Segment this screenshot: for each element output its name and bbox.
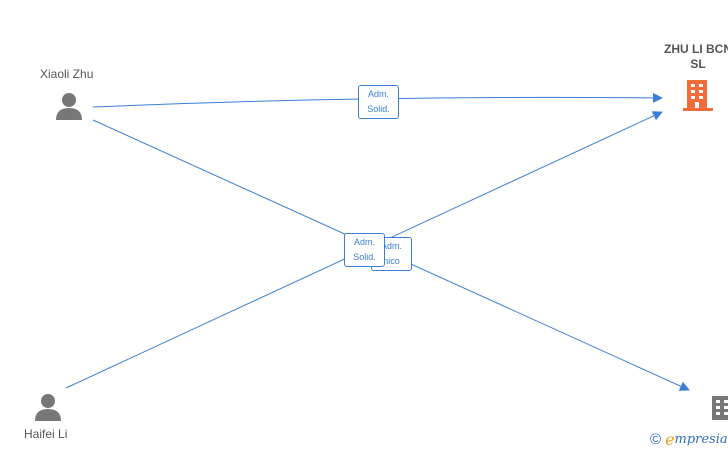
building-icon[interactable] bbox=[710, 394, 728, 422]
company-name-line2: SL bbox=[690, 57, 706, 71]
person-label-xiaoli-zhu[interactable]: Xiaoli Zhu bbox=[40, 67, 94, 81]
edge-label-xiaoli-zhulibcn[interactable]: Adm. Solid. bbox=[358, 85, 399, 119]
brand-logo-text: mpresia bbox=[674, 432, 728, 447]
edge-label-line2: Solid. bbox=[367, 104, 390, 114]
person-icon[interactable] bbox=[54, 92, 84, 120]
company-name-line1: ZHU LI BCN bbox=[664, 42, 728, 56]
edge-label-line1: Adm. bbox=[380, 241, 402, 251]
copyright-symbol: © bbox=[650, 431, 662, 448]
edge-label-line2: Solid. bbox=[353, 252, 376, 262]
brand-logo-letter: e bbox=[665, 430, 675, 449]
person-icon[interactable] bbox=[33, 393, 63, 421]
building-icon[interactable] bbox=[683, 78, 715, 112]
edge-label-line2: nico bbox=[383, 256, 400, 266]
person-label-haifei-li[interactable]: Haifei Li bbox=[24, 427, 68, 441]
edge-label-haifei-zhulibcn[interactable]: Adm. Solid. bbox=[344, 233, 385, 267]
edge-label-line1: Adm. bbox=[353, 237, 375, 247]
company-label-zhu-li-bcn[interactable]: ZHU LI BCN SL bbox=[655, 42, 728, 72]
edge-label-line1: Adm. bbox=[367, 89, 389, 99]
